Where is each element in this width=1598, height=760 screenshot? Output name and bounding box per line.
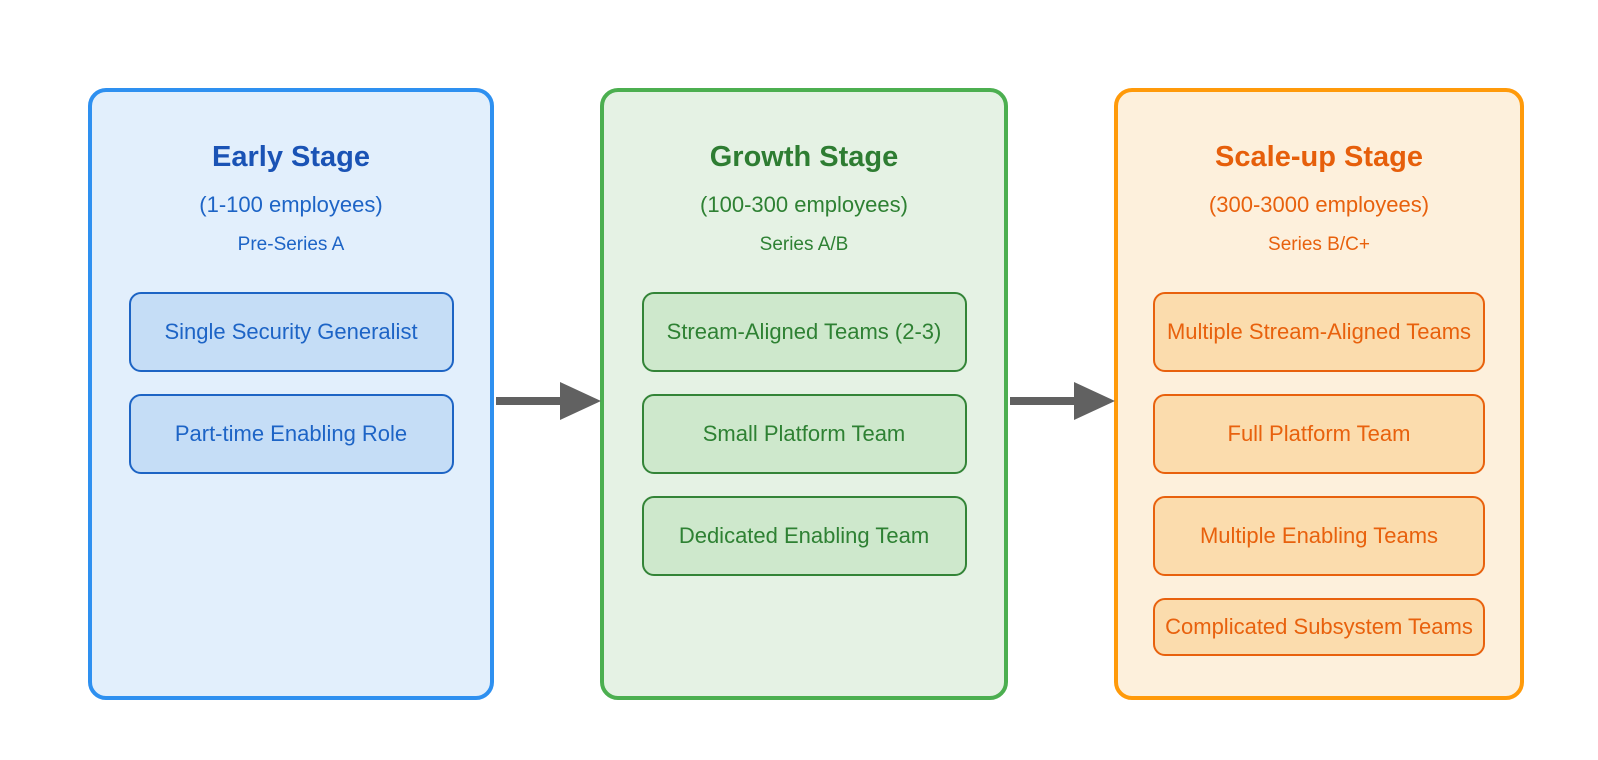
team-item: Multiple Enabling Teams <box>1153 496 1485 576</box>
team-item: Single Security Generalist <box>128 292 454 372</box>
arrow-right-icon <box>496 382 601 420</box>
arrow-right-icon <box>1010 382 1115 420</box>
stage-employee-range: (300-3000 employees) <box>1208 192 1430 217</box>
stage-card-growth: Growth Stage (100-300 employees) Series … <box>600 88 1008 700</box>
team-list: Multiple Stream-Aligned Teams Full Platf… <box>1118 292 1520 656</box>
team-item: Multiple Stream-Aligned Teams <box>1153 292 1485 372</box>
team-item: Full Platform Team <box>1153 394 1485 474</box>
stage-card-scaleup: Scale-up Stage (300-3000 employees) Seri… <box>1114 88 1524 700</box>
stage-funding-series: Series A/B <box>759 234 849 255</box>
team-item: Part-time Enabling Role <box>128 394 454 474</box>
stage-funding-series: Series B/C+ <box>1268 234 1370 255</box>
stage-employee-range: (1-100 employees) <box>199 192 383 217</box>
stage-title: Early Stage <box>212 141 370 173</box>
stage-card-early: Early Stage (1-100 employees) Pre-Series… <box>88 88 494 700</box>
team-item: Dedicated Enabling Team <box>641 496 967 576</box>
stage-title: Growth Stage <box>709 141 899 173</box>
stage-title: Scale-up Stage <box>1215 141 1423 173</box>
team-list: Single Security Generalist Part-time Ena… <box>92 292 490 474</box>
team-item: Complicated Subsystem Teams <box>1153 598 1485 656</box>
team-list: Stream-Aligned Teams (2-3) Small Platfor… <box>604 292 1004 576</box>
stage-employee-range: (100-300 employees) <box>700 192 908 217</box>
team-item: Small Platform Team <box>641 394 967 474</box>
team-item: Stream-Aligned Teams (2-3) <box>641 292 967 372</box>
stage-funding-series: Pre-Series A <box>237 234 345 255</box>
